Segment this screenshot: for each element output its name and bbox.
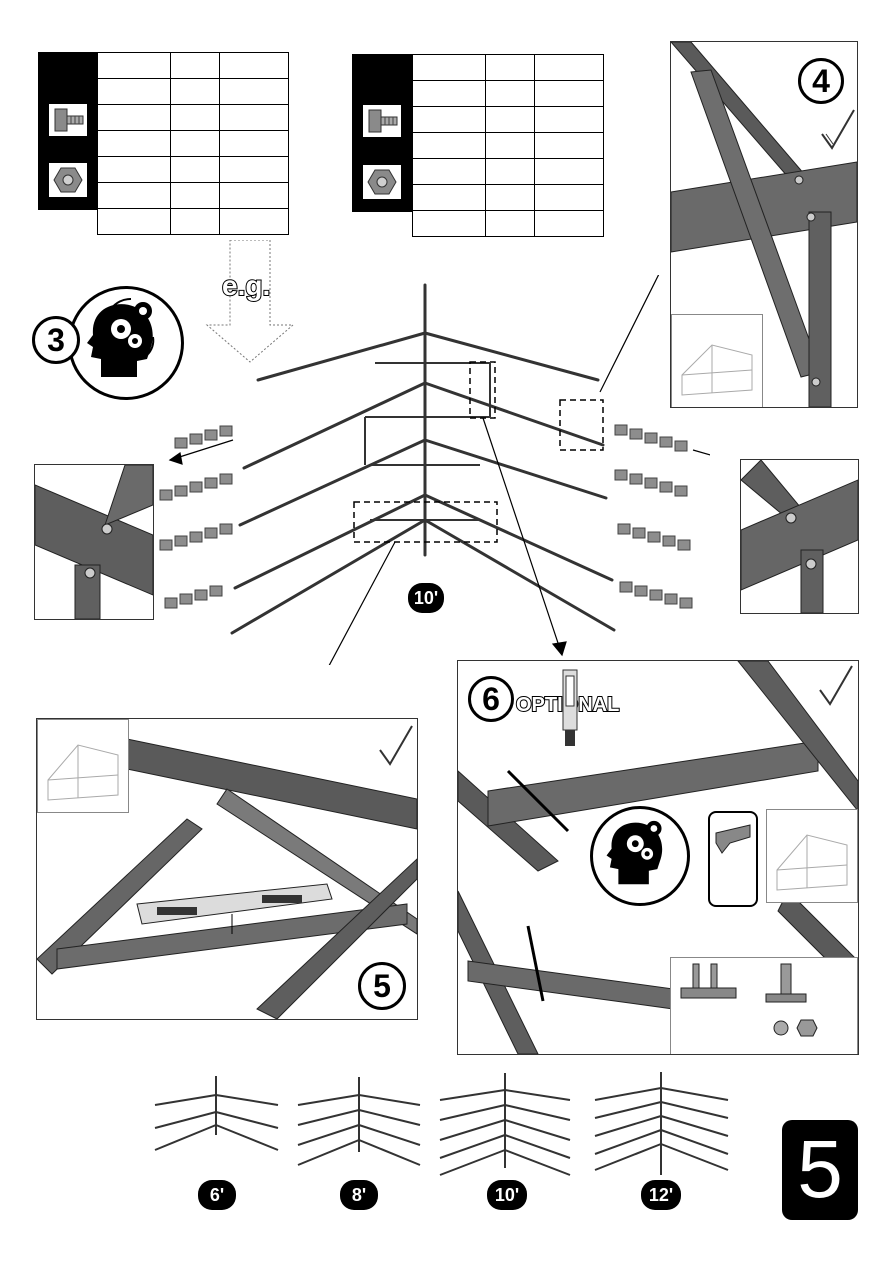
- size-label-8: 8': [351, 1184, 367, 1205]
- example-down-arrow-icon: [205, 240, 295, 363]
- page-number: 5: [797, 1124, 843, 1215]
- step-3-thinking-icon: [68, 286, 184, 400]
- size-label-12: 12': [648, 1184, 674, 1205]
- step-3-number: 3: [32, 316, 80, 364]
- step-5-label: 5: [373, 967, 391, 1004]
- size-variant-diagrams: [154, 1072, 729, 1176]
- size-badge-10: 10': [487, 1180, 527, 1210]
- parts-table-right: [412, 54, 604, 237]
- nut-icon: [48, 162, 88, 198]
- step-5-number: 5: [358, 962, 406, 1010]
- size-label-10: 10': [494, 1184, 520, 1205]
- step-5-panel: [36, 718, 418, 1020]
- greenhouse-thumbnail: [671, 314, 763, 407]
- roof-frame-diagram: [159, 275, 710, 665]
- bolt-icon: [362, 104, 402, 138]
- step-3-label: 3: [47, 321, 65, 358]
- bolt-group-left-1: [174, 425, 233, 449]
- nut-icon: [362, 164, 402, 200]
- greenhouse-thumbnail: [37, 719, 129, 813]
- step-6-thinking-icon: [590, 806, 690, 906]
- drill-tool-icon: [562, 669, 578, 746]
- size-badge-6: 6': [198, 1180, 236, 1210]
- size-main-label: 10': [413, 587, 439, 608]
- step-6-number: 6: [468, 676, 514, 722]
- bracket-detail: [670, 957, 858, 1054]
- right-detail-panel: [740, 459, 859, 614]
- step-6-label: 6: [482, 680, 500, 717]
- example-label: e.g.: [221, 269, 271, 302]
- checkmark-icon: [821, 109, 855, 150]
- size-badge-8: 8': [340, 1180, 378, 1210]
- size-badge-12: 12': [641, 1180, 681, 1210]
- parts-table-left: [97, 52, 289, 235]
- step-4-label: 4: [812, 62, 830, 99]
- connector-detail: [708, 811, 758, 907]
- checkmark-icon: [379, 725, 413, 766]
- step-4-number: 4: [798, 58, 844, 104]
- step-6-panel: [457, 660, 859, 1055]
- page-number-badge: 5: [782, 1120, 858, 1220]
- left-detail-panel: [34, 464, 154, 620]
- greenhouse-thumbnail: [766, 809, 858, 903]
- size-label-6: 6': [209, 1184, 225, 1205]
- checkmark-icon: [819, 665, 853, 706]
- bolt-icon: [48, 103, 88, 137]
- size-main-badge: 10': [408, 583, 444, 613]
